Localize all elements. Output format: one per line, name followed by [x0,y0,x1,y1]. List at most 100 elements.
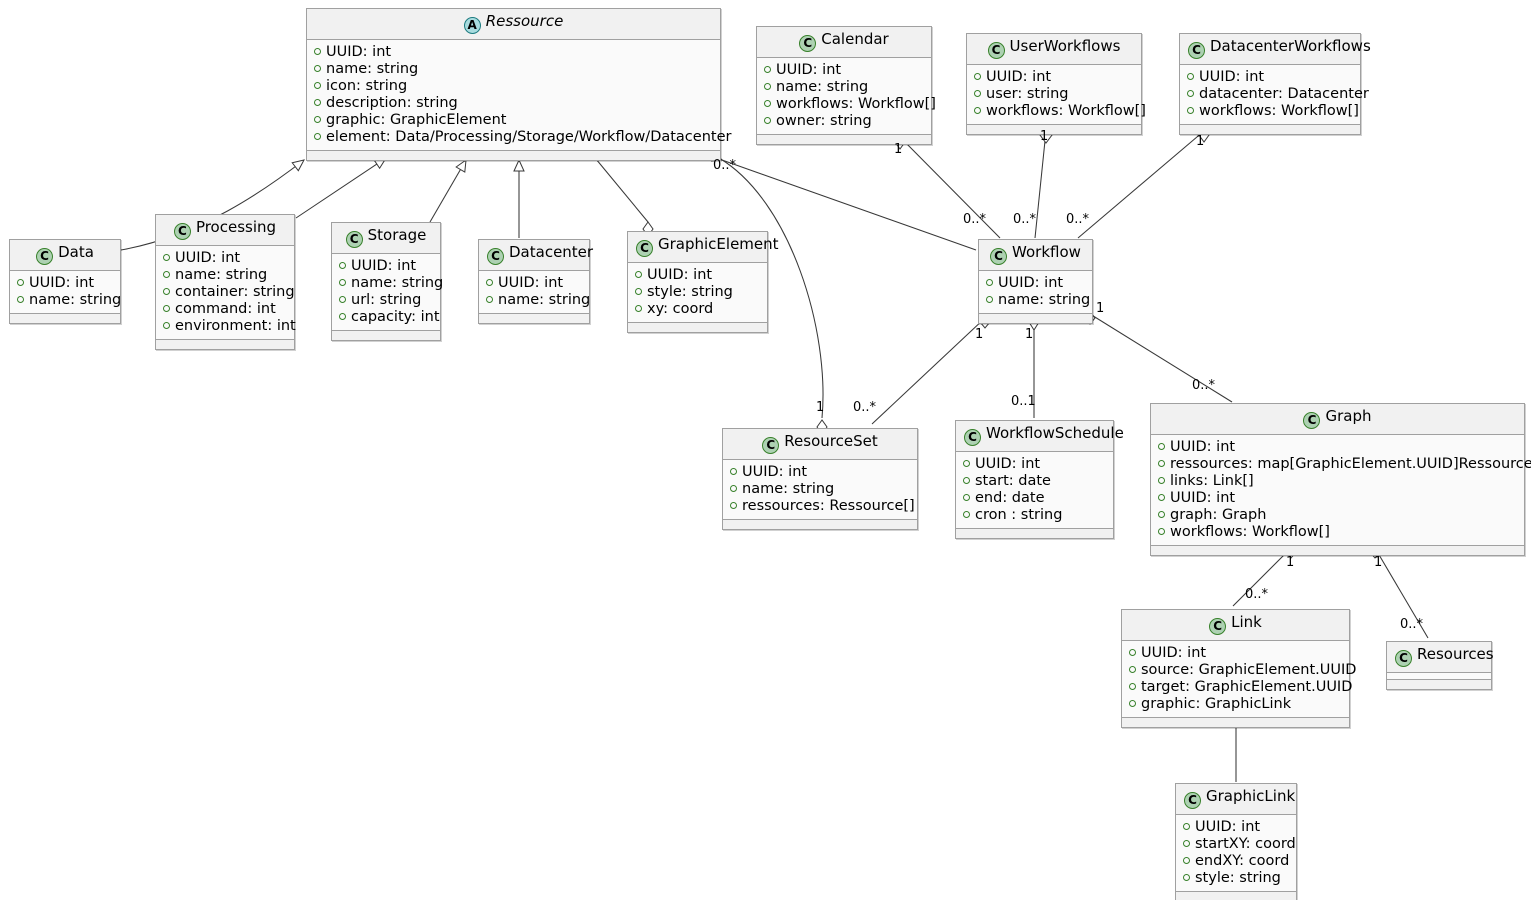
attribute-label: datacenter: Datacenter [1199,86,1369,102]
public-visibility-icon [1183,874,1190,881]
public-visibility-icon [314,82,321,89]
class-name-datacenterworkflows: DatacenterWorkflows [1210,37,1371,55]
public-visibility-icon [986,296,993,303]
class-attribute: style: string [1183,870,1289,887]
class-attribute: name: string [17,292,121,309]
class-attribute: graphic: GraphicLink [1129,696,1342,713]
attribute-label: capacity: int [351,309,440,325]
class-icon: C [487,248,504,265]
attribute-label: name: string [498,292,591,308]
attribute-label: name: string [742,481,835,497]
class-name-graph: Graph [1325,407,1372,425]
public-visibility-icon [1129,700,1136,707]
attribute-label: UUID: int [975,456,1041,472]
class-attribute: endXY: coord [1183,853,1289,870]
edge-datacenterworkflows-to-workflow [1077,130,1205,239]
public-visibility-icon [17,296,24,303]
attribute-label: command: int [175,301,276,317]
public-visibility-icon [314,48,321,55]
public-visibility-icon [1158,511,1165,518]
attribute-label: endXY: coord [1195,853,1290,869]
class-attributes-resources [1387,673,1491,680]
public-visibility-icon [339,313,346,320]
public-visibility-icon [1183,857,1190,864]
multiplicity-label: 1 [1096,301,1105,316]
class-attribute: name: string [486,292,590,309]
multiplicity-label: 0..1 [1011,394,1036,409]
public-visibility-icon [314,116,321,123]
attribute-label: element: Data/Processing/Storage/Workflo… [326,129,732,145]
class-attribute: icon: string [314,78,713,95]
attribute-label: UUID: int [647,267,713,283]
attribute-label: xy: coord [647,301,714,317]
class-methods-graphiclink [1176,892,1296,900]
class-methods-userworkflows [967,125,1141,134]
class-methods-datacenterworkflows [1180,125,1360,134]
attribute-label: workflows: Workflow[] [986,103,1146,119]
class-icon: C [987,42,1005,59]
class-attribute: UUID: int [486,275,582,292]
attribute-label: UUID: int [742,464,808,480]
class-name-userworkflows: UserWorkflows [1009,37,1121,55]
class-attribute: UUID: int [1187,69,1353,86]
attribute-label: UUID: int [326,44,392,60]
class-attribute: UUID: int [1129,645,1342,662]
class-name-link: Link [1231,613,1262,631]
class-attribute: UUID: int [974,69,1134,86]
public-visibility-icon [764,66,771,73]
public-visibility-icon [730,502,737,509]
attribute-label: UUID: int [29,275,95,291]
class-attribute: start: date [963,473,1106,490]
multiplicity-label: 0..* [1400,617,1424,632]
public-visibility-icon [1129,666,1136,673]
attribute-label: UUID: int [1141,645,1207,661]
public-visibility-icon [339,296,346,303]
class-icon: C [1209,618,1227,635]
edge-ressource-to-graphicelement [590,152,649,223]
class-icon: C [762,437,780,454]
attribute-label: workflows: Workflow[] [776,96,936,112]
public-visibility-icon [963,511,970,518]
attribute-label: UUID: int [1199,69,1265,85]
class-attribute: ressources: map[GraphicElement.UUID]Ress… [1158,456,1531,473]
public-visibility-icon [1158,528,1165,535]
class-icon: C [1395,650,1412,667]
public-visibility-icon [1187,90,1194,97]
class-attribute: name: string [314,61,713,78]
multiplicity-label: 0..* [963,212,987,227]
public-visibility-icon [974,73,981,80]
class-name-storage: Storage [367,226,427,244]
multiplicity-label: 1 [1286,555,1295,570]
attribute-label: UUID: int [1170,439,1236,455]
class-icon: C [964,429,981,446]
public-visibility-icon [764,100,771,107]
class-icon: C [636,240,653,257]
